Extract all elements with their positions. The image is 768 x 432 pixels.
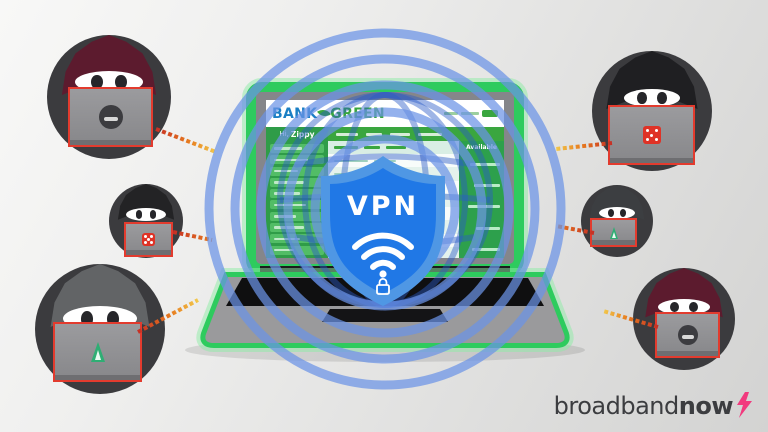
- trackpad: [322, 309, 448, 322]
- hacker-eyes: [658, 299, 710, 315]
- hacker-icon-bottom-right: [633, 268, 735, 370]
- shield-fill: [330, 168, 436, 294]
- skull-icon: [677, 325, 698, 345]
- lightning-bolt-icon: [737, 392, 752, 418]
- brand-text-first: broadband: [553, 392, 680, 420]
- red-dice-icon: [142, 233, 155, 246]
- hacker-eyes: [624, 89, 680, 107]
- lock-icon: [376, 278, 390, 295]
- nav-item[interactable]: [390, 132, 410, 136]
- data-stream-top-left: [155, 127, 217, 154]
- sidebar-button[interactable]: [270, 144, 324, 153]
- nav-item[interactable]: [336, 132, 358, 136]
- nav-item[interactable]: [418, 132, 442, 136]
- hacker-eyes: [599, 207, 635, 219]
- shield-label: VPN: [347, 191, 419, 222]
- greeting-name: Zippy: [290, 129, 315, 139]
- hacker-icon-top-left: [47, 35, 171, 159]
- balance-row: [459, 154, 504, 175]
- data-stream-bottom-left: [137, 298, 199, 334]
- data-stream-top-right: [555, 141, 613, 151]
- nav-item[interactable]: [366, 132, 382, 136]
- brand-text-second: now: [678, 392, 734, 420]
- hacker-laptop: [53, 322, 142, 382]
- hacker-icon-middle-right: [581, 185, 653, 257]
- wifi-icon: [352, 232, 414, 270]
- balance-header: Available: [466, 144, 497, 151]
- header-link[interactable]: [444, 112, 458, 115]
- hacker-icon-top-right: [592, 51, 712, 171]
- data-stream-middle-left: [172, 230, 213, 242]
- hacker-eyes: [126, 208, 166, 221]
- hacker-icon-bottom-left: [35, 264, 165, 394]
- green-arrow-icon: [609, 226, 618, 239]
- hacker-laptop: [655, 312, 720, 358]
- hacker-laptop: [124, 222, 173, 257]
- hacker-laptop: [590, 218, 637, 247]
- data-stream-bottom-right: [602, 309, 659, 329]
- wifi-dot: [379, 270, 387, 278]
- login-button[interactable]: [482, 110, 498, 117]
- green-arrow-icon: [90, 342, 105, 362]
- balance-row: [459, 239, 504, 258]
- hacker-laptop: [68, 87, 153, 147]
- hacker-icon-middle-left: [109, 184, 183, 258]
- hacker-laptop: [608, 105, 695, 165]
- balance-row: [459, 175, 504, 196]
- balance-row: [459, 218, 504, 239]
- red-dice-icon: [642, 126, 661, 144]
- skull-icon: [98, 105, 123, 129]
